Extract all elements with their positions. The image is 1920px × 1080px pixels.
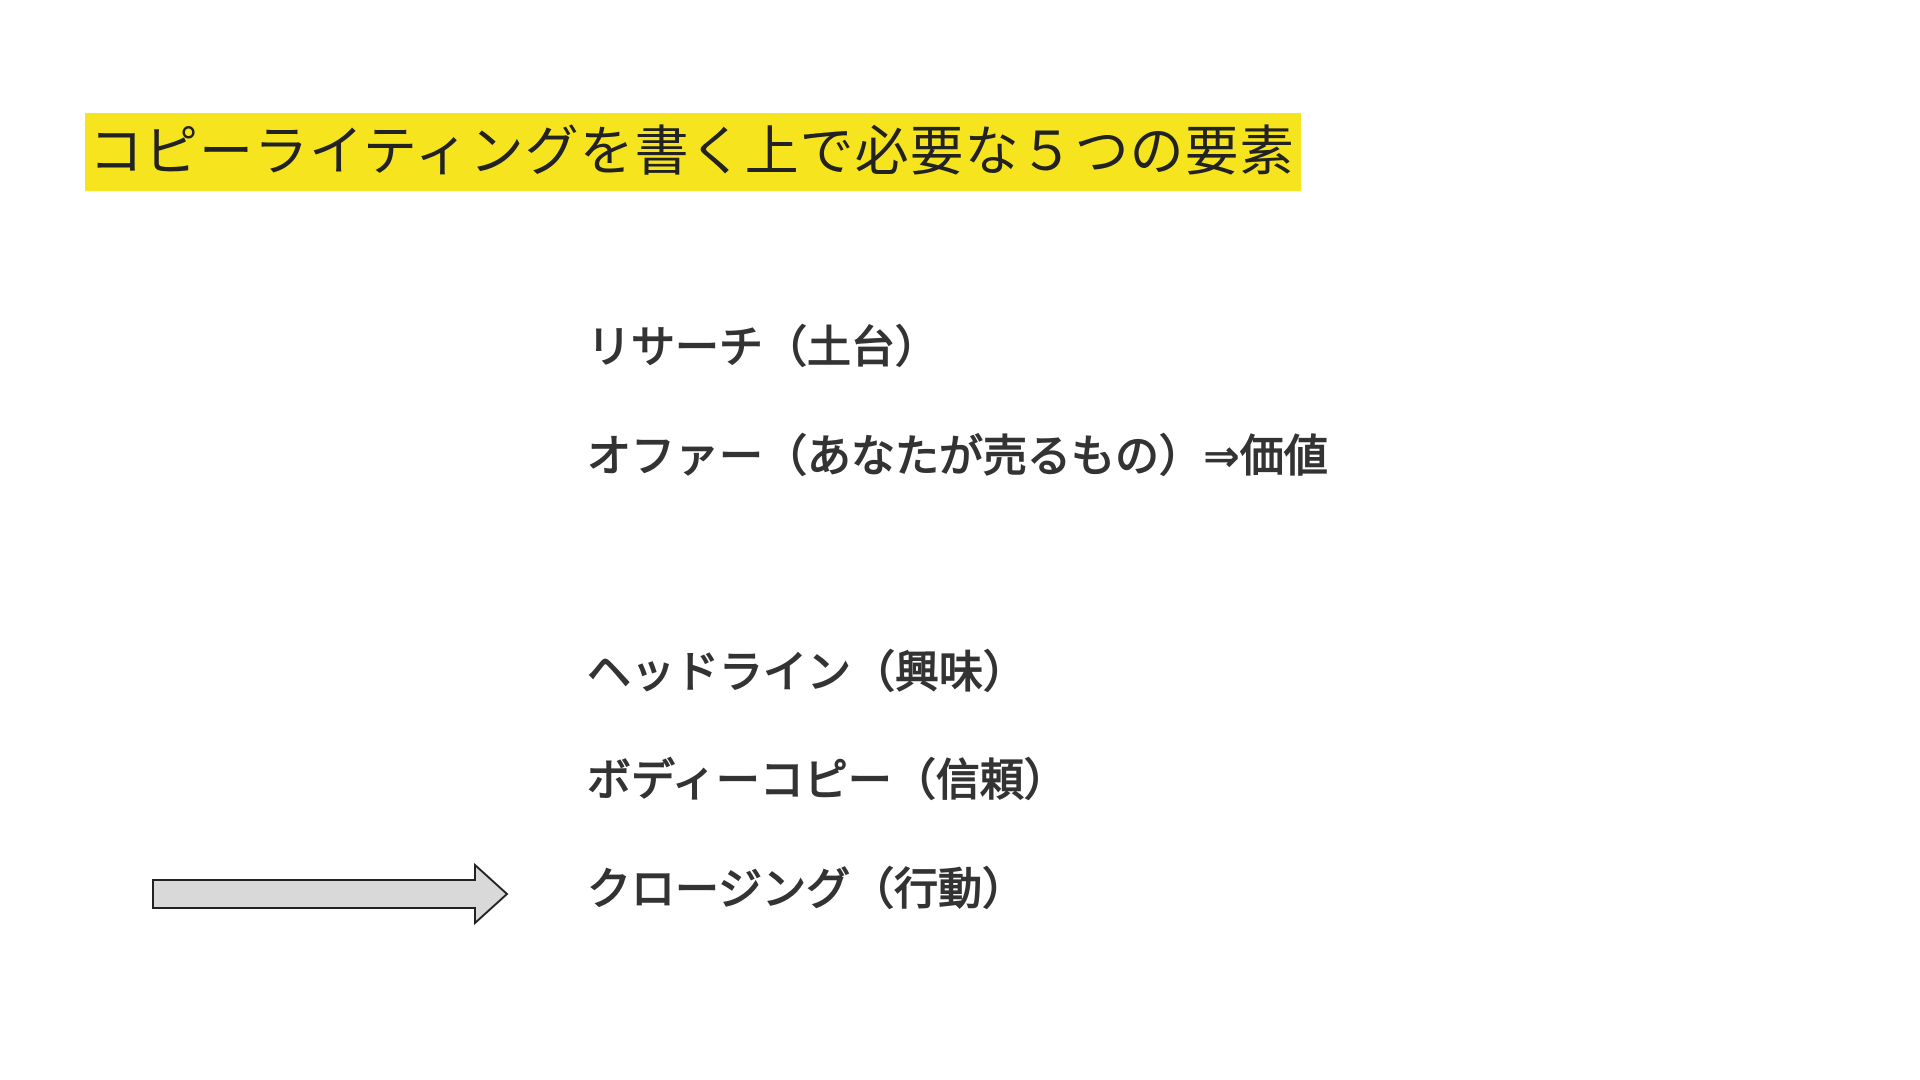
element-research: リサーチ（土台） xyxy=(587,322,939,373)
slide-title: コピーライティングを書く上で必要な５つの要素 xyxy=(85,113,1301,191)
element-body-copy: ボディーコピー（信頼） xyxy=(587,755,1068,806)
element-headline: ヘッドライン（興味） xyxy=(587,647,1027,698)
element-offer: オファー（あなたが売るもの）⇒価値 xyxy=(587,431,1328,482)
element-closing: クロージング（行動） xyxy=(587,864,1027,915)
right-arrow-icon xyxy=(152,862,509,926)
